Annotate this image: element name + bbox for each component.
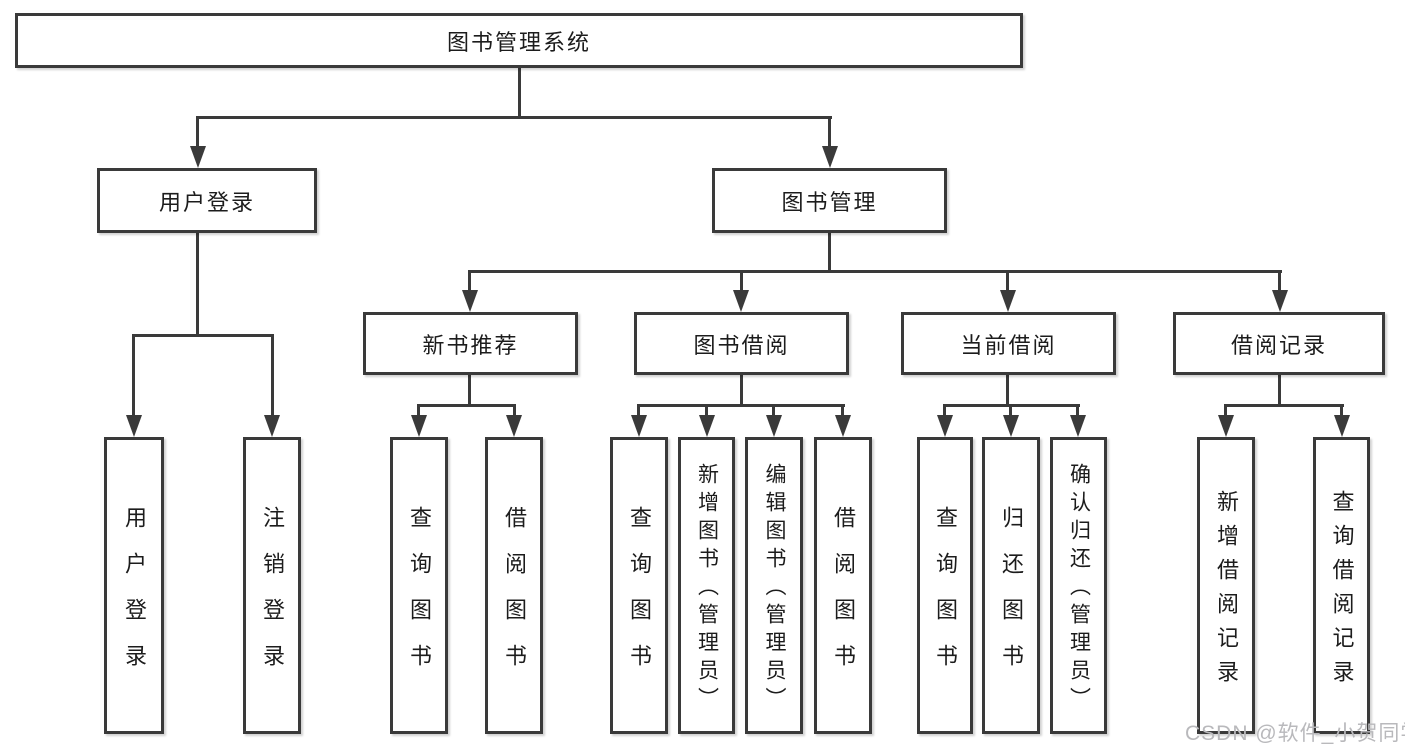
watermark: CSDN @软件_小贺同学 [1185, 722, 1405, 745]
node-nb-borrow-label: 借阅图书 [502, 505, 527, 690]
connector-drop-book-borrow [740, 270, 743, 291]
node-book-mgmt: 图书管理 [712, 168, 947, 233]
connector-current-borrow-trunk [1006, 375, 1009, 407]
connector-drop-bb-add [705, 404, 708, 417]
node-br-add: 新增借阅记录 [1197, 437, 1255, 734]
node-user-login: 用户登录 [97, 168, 317, 233]
connector-drop-borrow-record [1278, 270, 1281, 291]
node-cb-confirm-label: 确认归还（管理员） [1067, 463, 1091, 715]
node-book-borrow-label: 图书借阅 [693, 332, 790, 358]
node-current-borrow-label: 当前借阅 [960, 332, 1057, 358]
node-root-label: 图书管理系统 [446, 29, 591, 55]
arrow-down-icon [937, 415, 953, 437]
connector-borrow-record-split [1224, 404, 1344, 407]
connector-drop-book-mgmt [828, 116, 831, 146]
node-nb-borrow: 借阅图书 [485, 437, 543, 734]
connector-drop-br-add [1224, 404, 1227, 417]
node-leaf-logout: 注销登录 [243, 437, 301, 734]
connector-root-branch [196, 116, 832, 119]
node-cb-query-label: 查询图书 [933, 505, 958, 690]
arrow-down-icon [733, 290, 749, 312]
arrow-down-icon [411, 415, 427, 437]
node-current-borrow: 当前借阅 [901, 312, 1116, 375]
node-nb-query-label: 查询图书 [407, 505, 432, 690]
connector-book-borrow-trunk [740, 375, 743, 407]
node-bb-edit-label: 编辑图书（管理员） [763, 463, 786, 715]
node-new-book-rec-label: 新书推荐 [422, 332, 519, 358]
node-new-book-rec: 新书推荐 [363, 312, 578, 375]
node-nb-query: 查询图书 [390, 437, 448, 734]
connector-new-book-rec-split [417, 404, 516, 407]
arrow-down-icon [264, 415, 280, 437]
arrow-down-icon [462, 290, 478, 312]
connector-drop-cb-confirm [1076, 404, 1079, 417]
connector-drop-leaf-logout [271, 334, 274, 415]
node-cb-return: 归还图书 [982, 437, 1040, 734]
connector-root-trunk [518, 68, 521, 119]
node-br-query-label: 查询借阅记录 [1329, 489, 1355, 694]
node-bb-edit: 编辑图书（管理员） [745, 437, 803, 734]
arrow-down-icon [190, 146, 206, 168]
node-leaf-user-login-label: 用户登录 [122, 505, 147, 690]
node-leaf-logout-label: 注销登录 [260, 505, 285, 690]
node-bb-query-label: 查询图书 [627, 505, 652, 690]
node-bb-borrow-label: 借阅图书 [831, 505, 856, 690]
node-leaf-user-login: 用户登录 [104, 437, 164, 734]
arrow-down-icon [1272, 290, 1288, 312]
connector-drop-new-book-rec [468, 270, 471, 291]
connector-drop-leaf-user-login [132, 334, 135, 415]
node-bb-query: 查询图书 [610, 437, 668, 734]
arrow-down-icon [1000, 290, 1016, 312]
connector-drop-current-borrow [1006, 270, 1009, 291]
node-br-add-label: 新增借阅记录 [1214, 489, 1239, 694]
connector-borrow-record-trunk [1278, 375, 1281, 407]
node-user-login-label: 用户登录 [158, 189, 255, 215]
connector-new-book-rec-trunk [468, 375, 471, 407]
connector-drop-cb-return [1009, 404, 1012, 417]
connector-drop-bb-query [637, 404, 640, 417]
connector-user-login-split [132, 334, 274, 337]
node-cb-return-label: 归还图书 [999, 505, 1024, 690]
arrow-down-icon [766, 415, 782, 437]
arrow-down-icon [835, 415, 851, 437]
connector-drop-user-login [196, 116, 199, 146]
arrow-down-icon [699, 415, 715, 437]
arrow-down-icon [506, 415, 522, 437]
arrow-down-icon [631, 415, 647, 437]
arrow-down-icon [1218, 415, 1234, 437]
node-borrow-record: 借阅记录 [1173, 312, 1385, 375]
connector-drop-cb-query [943, 404, 946, 417]
arrow-down-icon [126, 415, 142, 437]
node-bb-borrow: 借阅图书 [814, 437, 872, 734]
node-cb-confirm: 确认归还（管理员） [1050, 437, 1107, 734]
arrow-down-icon [822, 146, 838, 168]
connector-drop-bb-borrow [841, 404, 844, 417]
node-book-mgmt-label: 图书管理 [781, 189, 878, 215]
connector-drop-nb-borrow [513, 404, 516, 417]
node-br-query: 查询借阅记录 [1313, 437, 1370, 734]
arrow-down-icon [1070, 415, 1086, 437]
node-borrow-record-label: 借阅记录 [1230, 332, 1327, 358]
connector-user-login-trunk [196, 233, 199, 337]
node-bb-add-label: 新增图书（管理员） [695, 463, 719, 715]
arrow-down-icon [1003, 415, 1019, 437]
connector-drop-br-query [1340, 404, 1343, 417]
connector-book-borrow-split [637, 404, 845, 407]
connector-book-mgmt-branch [468, 270, 1282, 273]
connector-drop-nb-query [417, 404, 420, 417]
node-bb-add: 新增图书（管理员） [678, 437, 735, 734]
node-book-borrow: 图书借阅 [634, 312, 849, 375]
node-cb-query: 查询图书 [917, 437, 973, 734]
arrow-down-icon [1334, 415, 1350, 437]
connector-book-mgmt-trunk [828, 233, 831, 273]
node-root: 图书管理系统 [15, 13, 1023, 68]
connector-drop-bb-edit [772, 404, 775, 417]
